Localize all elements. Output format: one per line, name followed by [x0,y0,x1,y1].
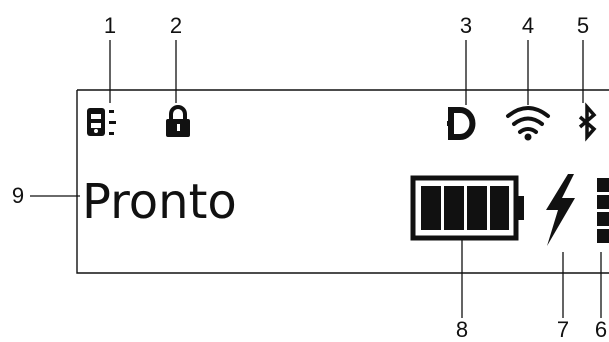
callout-6: 6 [595,317,607,342]
charging-icon [546,174,575,246]
callout-2: 2 [170,13,182,38]
callout-1: 1 [104,13,116,38]
callout-8: 8 [456,317,468,342]
callout-7: 7 [557,317,569,342]
callout-5: 5 [577,13,589,38]
callout-9: 9 [12,183,24,208]
leader-lines [30,40,602,318]
lcd-frame [76,89,609,274]
callout-3: 3 [460,13,472,38]
lock-icon [166,105,190,137]
printer-settings-icon [87,108,116,136]
status-text: Pronto [82,174,237,230]
callout-4: 4 [522,13,534,38]
battery-icon [410,175,524,241]
signal-level-icon [597,178,609,243]
bluetooth-icon [578,102,597,142]
wifi-icon [506,106,550,141]
serial-port-icon [447,107,476,140]
